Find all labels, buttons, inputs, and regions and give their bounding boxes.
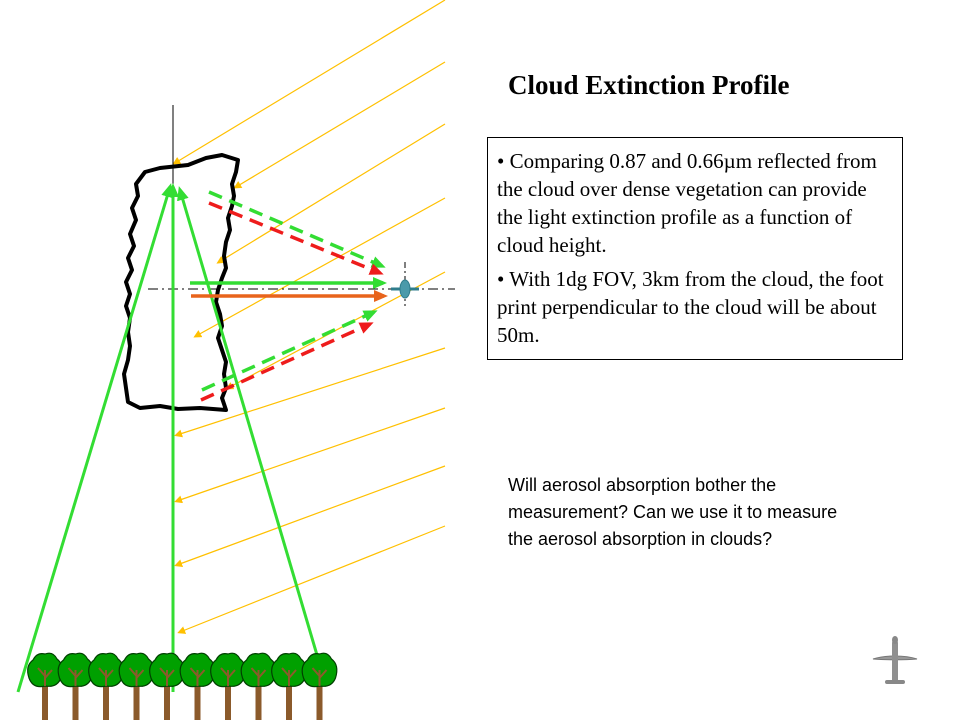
aircraft-icon (391, 279, 419, 299)
question-text: Will aerosol absorption bother the measu… (508, 475, 838, 549)
tree-icon (271, 652, 307, 720)
sunlight-ray (174, 465, 446, 568)
sunlight-ray (193, 197, 446, 338)
tree-icon (27, 652, 63, 720)
page-title: Cloud Extinction Profile (508, 70, 790, 100)
tree-icon (57, 652, 94, 720)
sunlight-ray (172, 0, 446, 165)
sunlight-ray (177, 525, 446, 634)
vegetation-trees (27, 652, 338, 720)
tree-icon (149, 652, 185, 720)
tree-icon (240, 652, 277, 720)
sunlight-ray (174, 407, 446, 504)
sunlight-ray (174, 347, 446, 438)
tree-icon (118, 652, 155, 720)
tree-icon (179, 652, 216, 720)
sunlight-rays (172, 0, 446, 634)
sunlight-ray (233, 61, 446, 189)
sunlight-ray (216, 123, 446, 264)
horizontal-beams (190, 277, 388, 302)
tree-icon (88, 652, 124, 720)
tree-icon (301, 652, 338, 720)
cloud-outline (122, 153, 240, 412)
bullet-item: • Comparing 0.87 and 0.66µm reflected fr… (497, 149, 877, 257)
bullet-item: • With 1dg FOV, 3km from the cloud, the … (497, 267, 884, 347)
ground-view-lines (16, 183, 324, 693)
explanation-box: • Comparing 0.87 and 0.66µm reflected fr… (487, 137, 903, 360)
tree-icon (210, 652, 246, 720)
reflected-dashed-beams (200, 190, 386, 402)
aircraft-icon (872, 636, 918, 684)
